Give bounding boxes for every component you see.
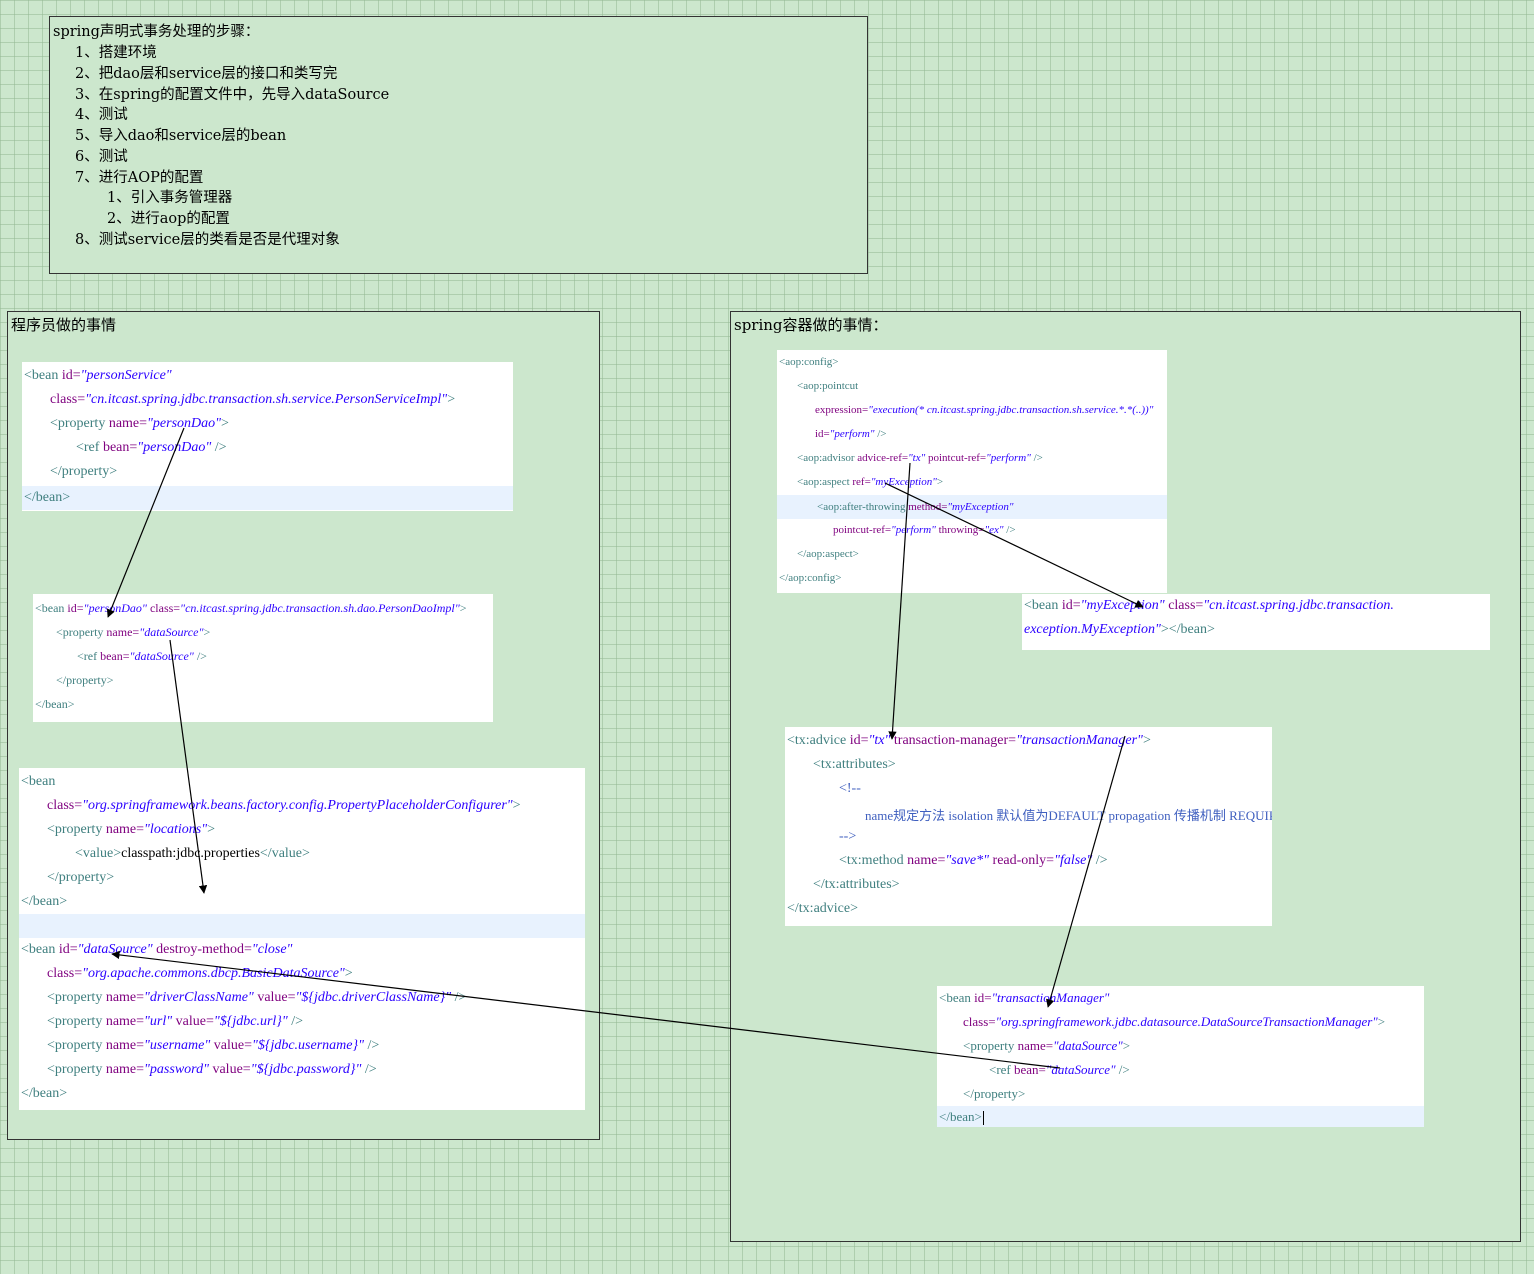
datasource-property: <property name="driverClassName" value="… [47,990,467,1005]
step-subitem: 2、进行aop的配置 [107,211,230,227]
steps-box: spring声明式事务处理的步骤： 1、搭建环境 2、把dao层和service… [49,16,868,274]
transaction-manager-bean: <bean id="transactionManager" class="org… [937,986,1424,1127]
steps-title: spring声明式事务处理的步骤： [53,24,260,40]
step-item: 6、测试 [75,149,128,165]
step-item: 8、测试service层的类看是否是代理对象 [75,232,340,248]
person-service-bean: <bean id="personService" class="cn.itcas… [22,362,513,511]
step-item: 5、导入dao和service层的bean [75,128,287,144]
step-item: 1、搭建环境 [75,45,157,61]
my-exception-bean: <bean id="myException" class="cn.itcast.… [1022,594,1490,650]
programmer-frame-title: 程序员做的事情 [11,316,117,334]
empty-highlight-line [19,914,585,938]
person-dao-bean: <bean id="personDao" class="cn.itcast.sp… [33,594,493,722]
datasource-property: <property name="password" value="${jdbc.… [47,1062,377,1077]
spring-container-frame-title: spring容器做的事情： [734,316,888,334]
text-cursor [982,1111,984,1126]
step-item: 2、把dao层和service层的接口和类写完 [75,66,338,82]
tx-advice-block: <tx:advice id="tx" transaction-manager="… [785,727,1272,926]
aop-config-block: <aop:config> <aop:pointcut expression="e… [777,350,1167,593]
step-item: 7、进行AOP的配置 [75,170,204,186]
datasource-property: <property name="username" value="${jdbc.… [47,1038,380,1053]
step-subitem: 1、引入事务管理器 [107,190,233,206]
step-item: 3、在spring的配置文件中，先导入dataSource [75,87,390,103]
datasource-config-block: <bean class="org.springframework.beans.f… [19,768,585,1110]
step-item: 4、测试 [75,107,128,123]
datasource-property: <property name="url" value="${jdbc.url}"… [47,1014,304,1029]
